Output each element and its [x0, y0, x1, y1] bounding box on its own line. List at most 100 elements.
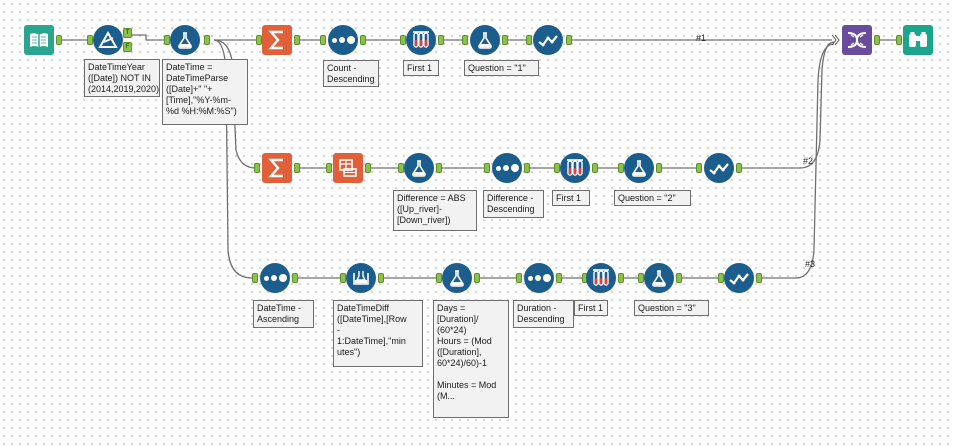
connection-select3-union[interactable]	[758, 43, 835, 279]
sort-dots-icon	[260, 263, 290, 293]
annotation-formula-days: Days = [Duration]/ (60*24) Hours = (Mod …	[433, 300, 509, 418]
input-anchor[interactable]	[326, 163, 332, 173]
output-anchor[interactable]	[618, 273, 624, 283]
output-anchor[interactable]	[294, 35, 300, 45]
browse-tool[interactable]	[903, 25, 933, 55]
input-anchor[interactable]	[638, 273, 644, 283]
input-anchor[interactable]	[398, 163, 404, 173]
annotation-sort-count: Count - Descending	[323, 60, 379, 87]
annotation-sort-datetime: DateTime - Ascending	[253, 300, 314, 328]
input-anchor[interactable]	[254, 163, 260, 173]
input-anchor[interactable]	[462, 35, 468, 45]
output-anchor[interactable]	[365, 163, 371, 173]
output-anchor[interactable]	[566, 35, 572, 45]
connection-formula-sortdt[interactable]	[213, 39, 253, 279]
multi-row-formula-icon	[353, 271, 369, 285]
output-anchor[interactable]	[676, 273, 682, 283]
select-tool-3[interactable]	[724, 263, 754, 293]
filter-tool[interactable]	[93, 25, 123, 55]
annotation-sort-duration: Duration - Descending	[513, 300, 574, 328]
sort-count-tool[interactable]	[328, 25, 358, 55]
sample-tool-1[interactable]	[406, 25, 436, 55]
sample-tool-3[interactable]	[586, 263, 616, 293]
connection-label-1: #1	[696, 33, 707, 43]
union-tool[interactable]	[842, 25, 872, 55]
input-anchor[interactable]	[164, 35, 170, 45]
input-anchor[interactable]	[340, 273, 346, 283]
output-anchor[interactable]	[378, 273, 384, 283]
output-anchor[interactable]	[204, 35, 210, 45]
annotation-formula-difference: Difference = ABS ([Up_river]- [Down_rive…	[393, 190, 477, 231]
sample-tubes-icon	[413, 31, 429, 48]
formula-question2-tool[interactable]	[624, 153, 654, 183]
output-anchor[interactable]	[292, 273, 298, 283]
output-anchor[interactable]	[656, 163, 662, 173]
formula-flask-icon	[652, 270, 666, 287]
cross-tab-icon	[339, 159, 357, 177]
input-anchor[interactable]	[252, 273, 258, 283]
select-check-icon	[709, 163, 729, 175]
select-tool-2[interactable]	[704, 153, 734, 183]
input-anchor[interactable]	[554, 163, 560, 173]
input-anchor[interactable]	[516, 273, 522, 283]
output-anchor[interactable]	[736, 163, 742, 173]
input-anchor[interactable]	[696, 163, 702, 173]
input-anchor[interactable]	[256, 35, 262, 45]
sort-dots-icon	[492, 153, 522, 183]
formula-question3-tool[interactable]	[644, 263, 674, 293]
sort-datetime-tool[interactable]	[260, 263, 290, 293]
sort-duration-tool[interactable]	[524, 263, 554, 293]
output-anchor[interactable]	[436, 163, 442, 173]
sort-dots-icon	[328, 25, 358, 55]
sample-tool-2[interactable]	[560, 153, 590, 183]
formula-flask-icon	[450, 270, 464, 287]
filter-true-anchor[interactable]: T	[123, 28, 132, 38]
formula-datetime-tool[interactable]	[170, 25, 200, 55]
output-anchor[interactable]	[592, 163, 598, 173]
sigma-icon	[268, 30, 283, 50]
output-anchor[interactable]	[438, 35, 444, 45]
cross-tab-tool[interactable]	[333, 153, 363, 183]
filter-false-anchor[interactable]: F	[123, 42, 132, 52]
annotation-sample-2: First 1	[552, 190, 590, 206]
input-anchor[interactable]	[526, 35, 532, 45]
output-anchor[interactable]	[524, 163, 530, 173]
input-anchor[interactable]	[320, 35, 326, 45]
annotation-formula-datetime: DateTime = DateTimeParse ([Date]+" "+ [T…	[162, 59, 248, 125]
formula-question1-tool[interactable]	[470, 25, 500, 55]
input-anchor[interactable]	[618, 163, 624, 173]
output-anchor[interactable]	[874, 35, 880, 45]
output-anchor[interactable]	[502, 35, 508, 45]
input-anchor[interactable]	[436, 273, 442, 283]
connection-label-2: #2	[803, 156, 814, 166]
sigma-icon	[268, 158, 283, 178]
input-anchor[interactable]	[400, 35, 406, 45]
connection-label-3: #3	[805, 259, 816, 269]
union-dna-icon	[847, 32, 867, 48]
output-anchor[interactable]	[756, 273, 762, 283]
annotation-filter: DateTimeYear ([Date]) NOT IN (2014,2019,…	[84, 59, 160, 97]
input-anchor[interactable]	[87, 35, 93, 45]
formula-days-tool[interactable]	[442, 263, 472, 293]
select-tool-1[interactable]	[533, 25, 563, 55]
formula-difference-tool[interactable]	[404, 153, 434, 183]
output-anchor[interactable]	[360, 35, 366, 45]
input-anchor[interactable]	[484, 163, 490, 173]
binoculars-icon	[909, 32, 927, 47]
sort-difference-tool[interactable]	[492, 153, 522, 183]
input-anchor[interactable]	[718, 273, 724, 283]
formula-flask-icon	[478, 32, 492, 49]
summarize-tool-2[interactable]	[262, 153, 292, 183]
output-anchor[interactable]	[56, 35, 62, 45]
output-anchor[interactable]	[294, 163, 300, 173]
summarize-tool-1[interactable]	[262, 25, 292, 55]
select-check-icon	[538, 35, 558, 47]
select-check-icon	[729, 273, 749, 285]
sort-dots-icon	[524, 263, 554, 293]
input-anchor[interactable]	[896, 35, 902, 45]
output-anchor[interactable]	[556, 273, 562, 283]
output-anchor[interactable]	[474, 273, 480, 283]
connection-filter-formula[interactable]	[126, 34, 166, 41]
input-data-tool[interactable]	[24, 25, 54, 55]
multi-row-formula-tool[interactable]	[346, 263, 376, 293]
